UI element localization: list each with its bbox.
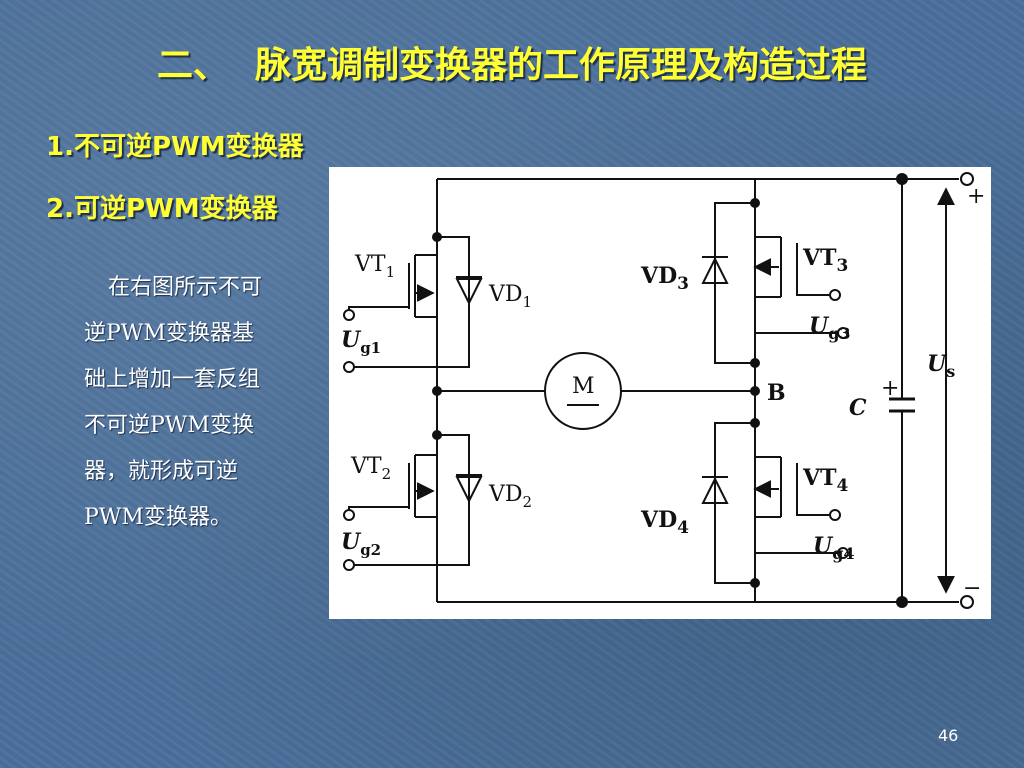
- description-line: 在右图所示不可: [108, 275, 263, 300]
- circuit-diagram: VT1 VD1 Ug1 VT2 VD2 Ug2 VD3 VT3 Ug3 VD4 …: [329, 167, 991, 619]
- description-line: 不可逆PWM变换: [84, 413, 254, 438]
- vd1-label: VD1: [488, 282, 532, 311]
- description-line: 础上增加一套反组: [84, 367, 261, 392]
- vd4-label: VD4: [640, 507, 689, 538]
- vt2-label: VT2: [350, 454, 391, 483]
- vd2-label: VD2: [488, 482, 532, 511]
- slide-title: 二、脉宽调制变换器的工作原理及构造过程: [0, 36, 1024, 88]
- ug4-label: Ug4: [813, 533, 855, 563]
- page-number: 46: [938, 726, 959, 745]
- vt1-label: VT1: [354, 252, 395, 281]
- description-line: 逆PWM变换器基: [84, 321, 254, 346]
- ug3-label: Ug3: [809, 313, 851, 343]
- supply-minus: −: [963, 576, 981, 601]
- list-item-1: 1.不可逆PWM变换器: [46, 132, 304, 162]
- motor-circle: [544, 352, 622, 430]
- vt4-label: VT4: [802, 465, 848, 496]
- supply-plus: +: [967, 184, 985, 209]
- capacitor-plus: +: [881, 376, 899, 401]
- title-text: 脉宽调制变换器的工作原理及构造过程: [255, 45, 868, 86]
- vt3-label: VT3: [802, 245, 848, 276]
- circuit-svg: VT1 VD1 Ug1 VT2 VD2 Ug2 VD3 VT3 Ug3 VD4 …: [341, 172, 985, 609]
- ug1-label: Ug1: [341, 327, 381, 357]
- list-item-2: 2.可逆PWM变换器: [46, 194, 278, 224]
- node-b-label: B: [767, 380, 786, 406]
- capacitor-label: C: [849, 395, 867, 421]
- motor-label: M: [572, 374, 595, 399]
- description-paragraph: 在右图所示不可 逆PWM变换器基 础上增加一套反组 不可逆PWM变换 器，就形成…: [84, 265, 320, 541]
- supply-label: Us: [927, 351, 955, 381]
- description-line: PWM变换器。: [84, 505, 232, 530]
- vd3-label: VD3: [640, 263, 689, 294]
- description-line: 器，就形成可逆: [84, 459, 239, 484]
- ug2-label: Ug2: [341, 529, 381, 559]
- title-sequence: 二、: [156, 45, 229, 86]
